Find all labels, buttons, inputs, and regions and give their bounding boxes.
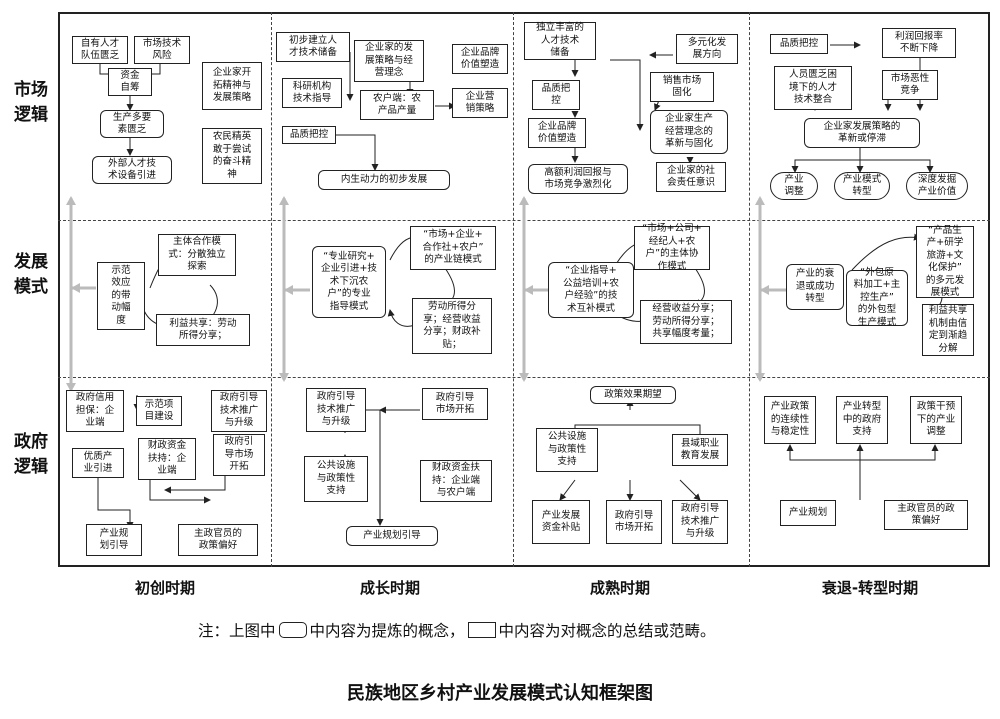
concept-box: 人员匮乏困 境下的人才 技术整合 [774, 66, 852, 110]
concept-box: 政府引导 技术推广 与升级 [211, 390, 267, 432]
note-mid: 中内容为提炼的概念， [309, 622, 465, 640]
concept-box: 农户端：农 产品产量 [360, 90, 434, 120]
period-label-growth: 成长时期 [359, 579, 420, 597]
concept-box: 示范 效应 的带 动幅 度 [97, 262, 145, 330]
concept-box: “产品生 产+研学 旅游+文 化保护” 的多元发 展模式 [916, 225, 974, 298]
category-box: 产业规划引导 [346, 526, 438, 546]
row-label-development: 发展 模式 [14, 252, 48, 297]
concept-box: “市场+公司+ 经纪人+农 户”的主体协 作模式 [634, 223, 710, 272]
concept-box: 独立丰富的 人才技术 储备 [524, 22, 596, 60]
concept-box: 销售市场 固化 [650, 72, 714, 102]
category-box: 生产多要 素匮乏 [100, 110, 164, 138]
legend-note: 注：上图中 中内容为提炼的概念， 中内容为对概念的总结或范畴。 [198, 619, 716, 641]
concept-box: 市场恶性 竞争 [882, 70, 938, 100]
category-box: 高额利润回报与 市场竞争激烈化 [528, 164, 628, 194]
concept-box: 资金 自筹 [108, 68, 152, 96]
concept-box: 品质把控 [282, 126, 336, 144]
category-box: 外部人才技 术设备引进 [92, 156, 172, 184]
rounded-box-legend-icon [278, 622, 307, 638]
concept-box: 劳动所得分 享；经营收益 分享；财政补 贴； [412, 298, 492, 354]
concept-box: 企业家的社 会责任意识 [656, 162, 726, 192]
category-box: 企业家生产 经营理念的 革新与固化 [650, 110, 728, 154]
period-label-startup: 初创时期 [134, 579, 195, 597]
concept-box: 公共设施 与政策性 支持 [304, 456, 368, 502]
category-box: “企业指导+ 公益培训+农 户经验”的技 术互补模式 [548, 262, 634, 318]
period-divider [749, 12, 750, 567]
concept-box: 县域职业 教育发展 [672, 434, 728, 466]
category-box: “外包原 料加工+主 控生产” 的外包型 生产模式 [846, 267, 908, 328]
concept-box: 产业转型 中的政府 支持 [836, 396, 888, 444]
period-label-decline: 衰退-转型时期 [821, 579, 919, 597]
concept-box: 政府引导 技术推广 与升级 [672, 500, 728, 544]
category-box: 内生动力的初步发展 [318, 170, 450, 190]
figure-title: 民族地区乡村产业发展模式认知框架图 [347, 683, 653, 704]
row-label-market: 市场 逻辑 [14, 80, 48, 125]
concept-box: “市场+企业+ 合作社+农户” 的产业链模式 [410, 226, 496, 270]
concept-box: 企业品牌 价值塑造 [528, 118, 586, 148]
square-box-legend-icon [467, 622, 496, 638]
concept-box: 产业政策 的连续性 与稳定性 [764, 396, 816, 444]
concept-box: 企业品牌 价值塑造 [452, 44, 508, 74]
category-box: 产业 调整 [770, 172, 818, 200]
concept-box: 政府信用 担保：企 业端 [66, 390, 124, 432]
concept-box: 财政资金扶 持：企业端 与农户端 [420, 460, 492, 502]
note-prefix: 注：上图中 [198, 622, 276, 640]
category-box: 企业家发展策略的 革新或停滞 [804, 118, 920, 148]
concept-box: 政府引导 市场开拓 [606, 500, 662, 544]
concept-box: 利益共享 机制由信 定到渐趋 分解 [922, 304, 974, 356]
concept-box: 企业家开 拓精神与 发展策略 [202, 62, 262, 110]
period-divider [513, 12, 514, 567]
concept-box: 政府引 导市场 开拓 [213, 434, 265, 476]
period-divider [271, 12, 272, 567]
concept-box: 利益共享：劳动 所得分享； [156, 314, 250, 346]
concept-box: 企业营 销策略 [452, 88, 508, 118]
concept-box: 示范项 目建设 [136, 396, 182, 426]
category-box: 产业的衰 退或成功 转型 [786, 264, 844, 310]
category-box: “专业研究+ 企业引进+技 术下沉农 户”的专业 指导模式 [312, 246, 386, 318]
concept-box: 优质产 业引进 [72, 448, 124, 478]
concept-box: 产业规 划引导 [86, 524, 142, 556]
concept-box: 政策干预 下的产业 调整 [910, 396, 962, 444]
concept-box: 利润回报率 不断下降 [882, 28, 956, 58]
concept-box: 经营收益分享； 劳动所得分享； 共享幅度考量； [640, 300, 732, 344]
concept-box: 主政官员的政 策偏好 [884, 500, 968, 530]
concept-box: 财政资金 扶持：企 业端 [138, 438, 196, 480]
concept-box: 政府引导 技术推广 与升级 [306, 388, 366, 432]
category-box: 深度发掘 产业价值 [906, 172, 968, 200]
concept-box: 市场技术 风险 [134, 36, 190, 64]
category-box: 产业模式 转型 [834, 172, 890, 200]
concept-box: 产业规划 [780, 500, 836, 526]
note-suffix: 中内容为对概念的总结或范畴。 [498, 622, 716, 640]
concept-box: 自有人才 队伍匮乏 [72, 36, 128, 64]
concept-box: 农民精英 敢于尝试 的奋斗精 神 [202, 128, 262, 184]
concept-box: 初步建立人 才技术储备 [276, 32, 350, 62]
concept-box: 科研机构 技术指导 [282, 78, 342, 108]
concept-box: 政府引导 市场开拓 [422, 388, 488, 420]
concept-box: 品质把控 [770, 34, 828, 54]
concept-box: 主政官员的 政策偏好 [178, 524, 258, 556]
diagram-frame [58, 12, 990, 567]
category-box: 政策效果期望 [590, 386, 676, 404]
concept-box: 主体合作模 式：分散独立 探索 [158, 234, 236, 276]
period-label-mature: 成熟时期 [589, 579, 650, 597]
row-label-government: 政府 逻辑 [14, 432, 48, 477]
concept-box: 品质把 控 [532, 80, 580, 110]
concept-box: 产业发展 资金补贴 [532, 500, 590, 544]
concept-box: 企业家的发 展策略与经 营理念 [354, 40, 424, 82]
concept-box: 多元化发 展方向 [676, 34, 738, 64]
concept-box: 公共设施 与政策性 支持 [536, 428, 598, 472]
